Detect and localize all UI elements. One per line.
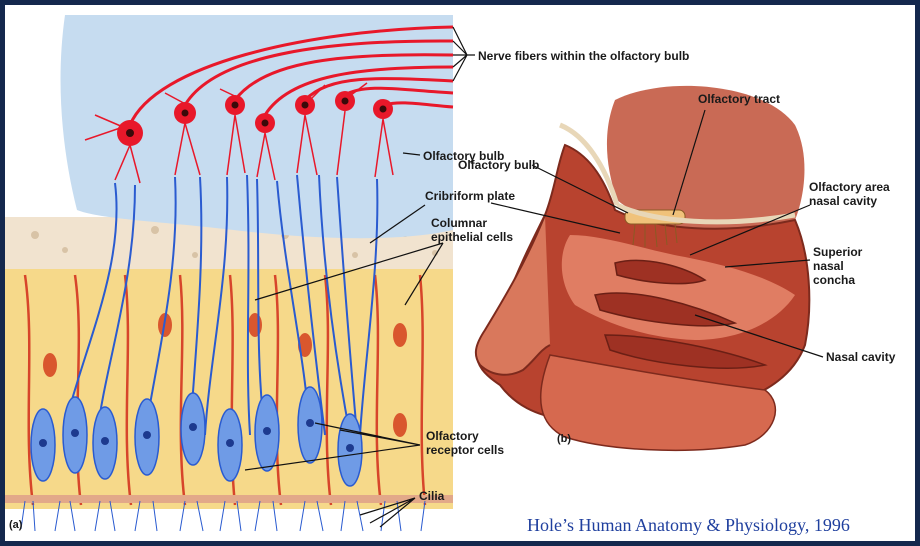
label-olfactory-bulb-b: Olfactory bulb [458, 158, 539, 172]
label-superior-line1: Superior [813, 245, 862, 259]
label-nasal-cavity: Nasal cavity [826, 350, 895, 364]
figure-frame: Nerve fibers within the olfactory bulb O… [5, 5, 915, 541]
label-columnar-line1: Columnar [431, 216, 513, 230]
label-superior-line3: concha [813, 273, 862, 287]
label-receptor-line1: Olfactory [426, 429, 504, 443]
panel-b-illustration [476, 86, 809, 450]
label-cribriform-plate: Cribriform plate [425, 189, 515, 203]
panel-a-tag: (a) [9, 519, 22, 531]
label-nerve-fibers: Nerve fibers within the olfactory bulb [478, 49, 689, 63]
label-superior-concha: Superior nasal concha [813, 245, 862, 287]
label-columnar-line2: epithelial cells [431, 230, 513, 244]
label-receptor-line2: receptor cells [426, 443, 504, 457]
label-olfactory-area-line2: nasal cavity [809, 194, 890, 208]
source-caption: Hole’s Human Anatomy & Physiology, 1996 [527, 515, 850, 536]
label-olfactory-area-line1: Olfactory area [809, 180, 890, 194]
label-cilia: Cilia [419, 489, 444, 503]
panel-b-tag: (b) [557, 433, 571, 445]
label-olfactory-area: Olfactory area nasal cavity [809, 180, 890, 208]
label-superior-line2: nasal [813, 259, 862, 273]
mucus-layer [5, 495, 453, 503]
olfactory-illustration [5, 5, 915, 541]
panel-a-illustration [5, 15, 453, 531]
label-columnar: Columnar epithelial cells [431, 216, 513, 244]
label-olfactory-tract: Olfactory tract [698, 92, 780, 106]
label-receptor-cells: Olfactory receptor cells [426, 429, 504, 457]
